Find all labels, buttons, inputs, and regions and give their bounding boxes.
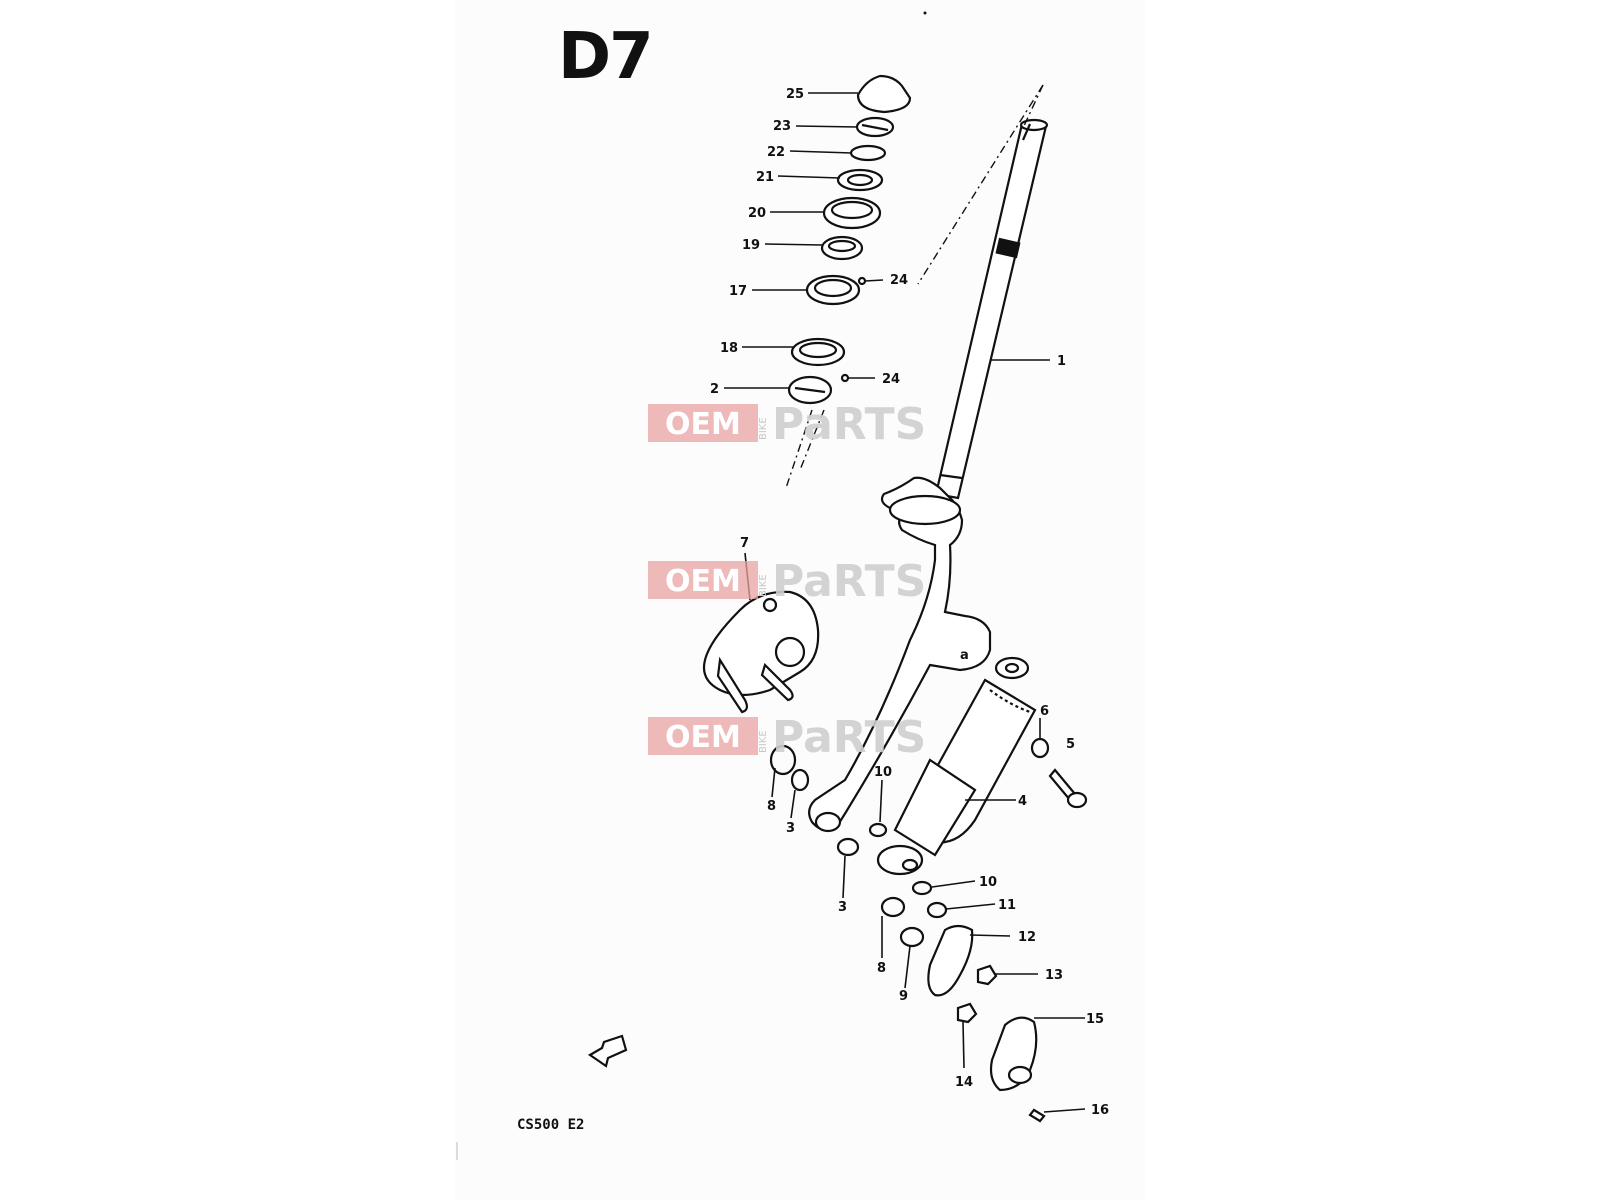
watermark-oem-1: OEM: [665, 407, 741, 442]
construction-lines: [785, 84, 1044, 489]
watermark-bike-3: BIKE: [758, 730, 769, 753]
callout-10-lower: 10: [979, 875, 997, 890]
watermark-2: OEM BIKE PaRTS: [648, 556, 926, 607]
watermark-parts-1: PaRTS: [772, 399, 926, 450]
watermark-oem-3: OEM: [665, 720, 741, 755]
bracket-letter-a: a: [960, 648, 969, 663]
callout-8-upper: 8: [767, 799, 776, 814]
callout-9: 9: [899, 989, 908, 1004]
callout-3-upper: 3: [786, 821, 795, 836]
diagram-title: D7: [558, 20, 652, 94]
callout-24-top: 24: [890, 273, 908, 288]
steering-stem: [934, 118, 1049, 500]
fork-bracket: a: [808, 476, 992, 833]
callout-7: 7: [740, 536, 749, 551]
model-caption: CS500 E2: [517, 1117, 584, 1133]
hub-assembly: [702, 590, 820, 714]
leader-lines: [724, 92, 1086, 1113]
callout-2: 2: [710, 382, 719, 397]
watermark-bike-1: BIKE: [758, 417, 769, 440]
callout-15: 15: [1086, 1012, 1104, 1027]
watermark-1: OEM BIKE PaRTS: [648, 399, 926, 450]
callout-11: 11: [998, 898, 1016, 913]
callout-21: 21: [756, 170, 774, 185]
callout-12: 12: [1018, 930, 1036, 945]
callout-16: 16: [1091, 1103, 1109, 1118]
lower-bearing-set: [787, 337, 850, 405]
watermark-parts-3: PaRTS: [772, 712, 926, 763]
callout-24-lower: 24: [882, 372, 900, 387]
callout-4: 4: [1018, 794, 1027, 809]
front-direction-arrow-icon: [587, 1034, 628, 1068]
callout-23: 23: [773, 119, 791, 134]
callout-20: 20: [748, 206, 766, 221]
callout-6: 6: [1040, 704, 1049, 719]
callout-19: 19: [742, 238, 760, 253]
callout-10-upper: 10: [874, 765, 892, 780]
watermark-bike-2: BIKE: [758, 574, 769, 597]
shock-absorber: [876, 656, 1037, 876]
speck: [923, 11, 927, 15]
callout-22: 22: [767, 145, 785, 160]
callout-labels: 25 23 22 21 20 19 24 17 18 1 2 24 7 6 5 …: [710, 87, 1109, 1118]
callout-17: 17: [729, 284, 747, 299]
watermark-oem-2: OEM: [665, 564, 741, 599]
callout-8-lower: 8: [877, 961, 886, 976]
callout-18: 18: [720, 341, 738, 356]
callout-1: 1: [1057, 354, 1066, 369]
callout-25: 25: [786, 87, 804, 102]
callout-13: 13: [1045, 968, 1063, 983]
top-stack: [805, 74, 912, 306]
small-hardware: [769, 737, 1088, 1123]
watermark-3: OEM BIKE PaRTS: [648, 712, 926, 763]
callout-14: 14: [955, 1075, 973, 1090]
callout-5: 5: [1066, 737, 1075, 752]
callout-3-lower: 3: [838, 900, 847, 915]
watermark-parts-2: PaRTS: [772, 556, 926, 607]
